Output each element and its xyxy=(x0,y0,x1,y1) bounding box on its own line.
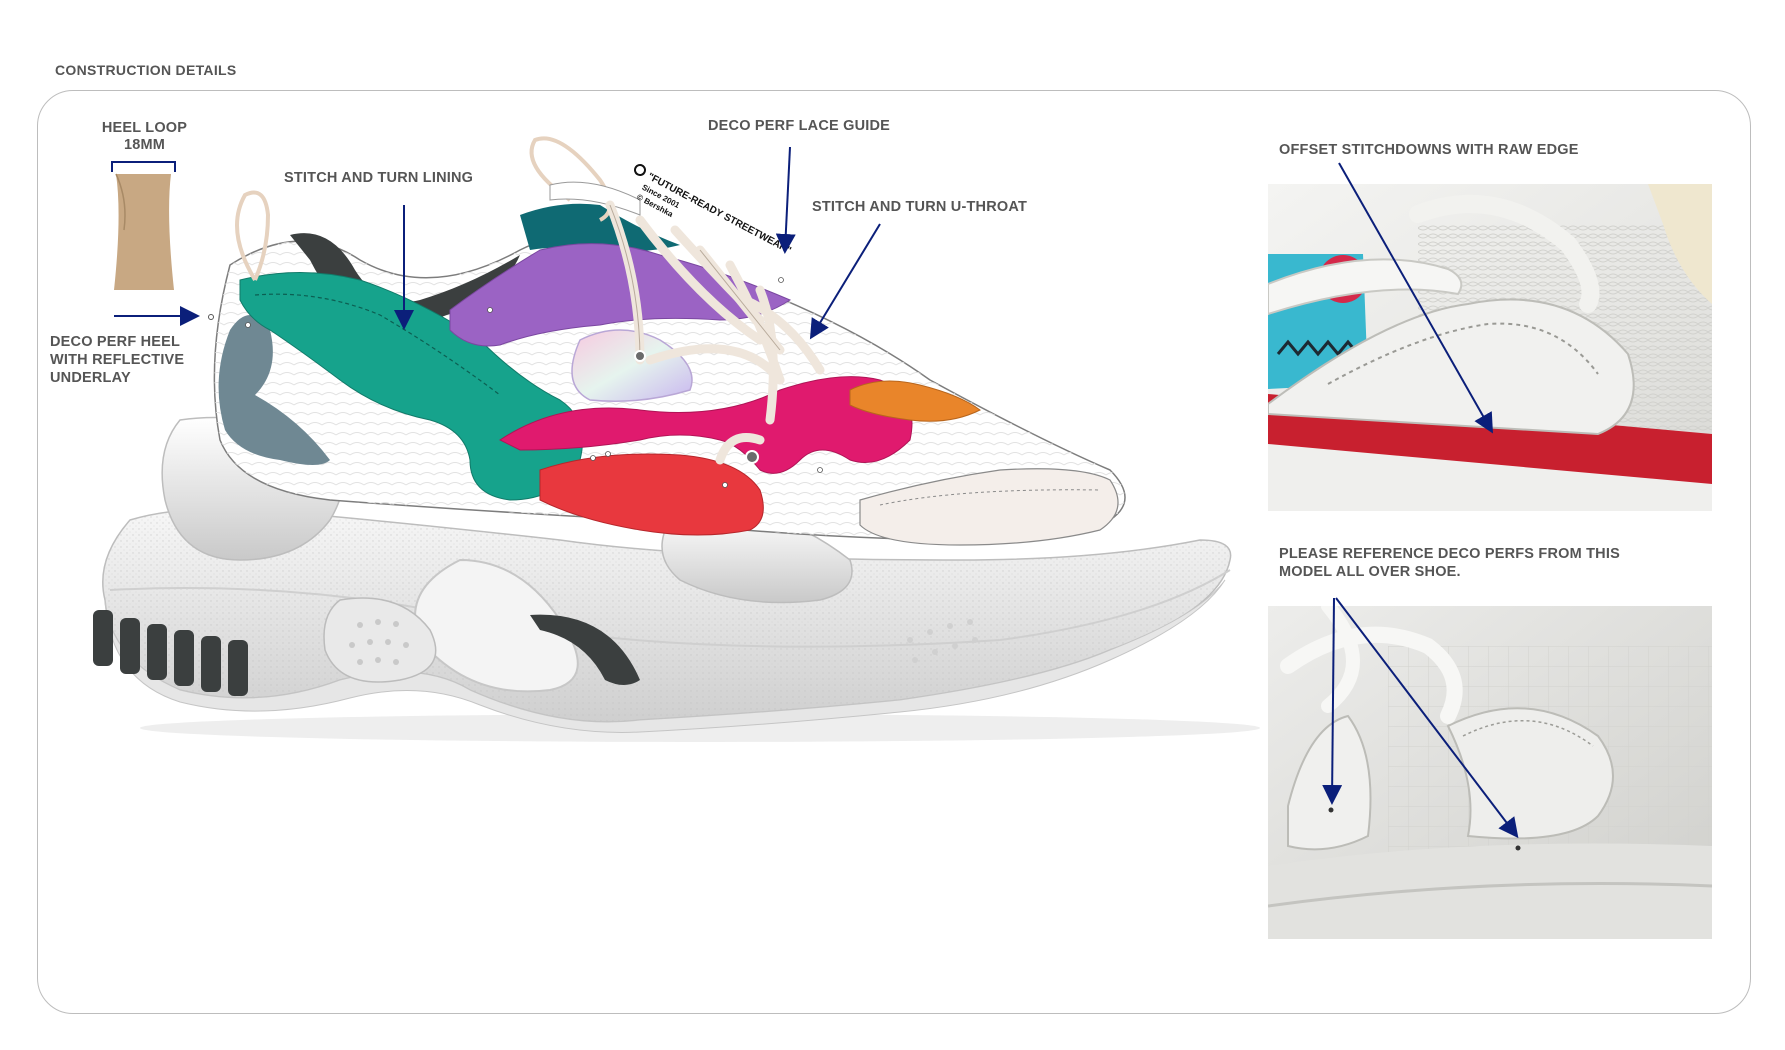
stitch-turn-lining-label: STITCH AND TURN LINING xyxy=(284,170,474,186)
heel-loop-size: 18MM xyxy=(123,137,166,153)
heel-loop-bracket xyxy=(111,161,176,172)
deco-perf-reference-photo xyxy=(1268,606,1712,939)
content-frame xyxy=(37,90,1751,1014)
page-title: CONSTRUCTION DETAILS xyxy=(55,62,237,78)
heel-pull-loop xyxy=(235,190,271,282)
heel-counter xyxy=(218,315,330,465)
deco-perf-heel-line-2: WITH REFLECTIVE xyxy=(50,352,185,368)
teal-overlay xyxy=(239,272,583,501)
heel-loop-title: HEEL LOOP xyxy=(101,120,188,136)
heel-loop-tab xyxy=(114,174,174,290)
arrow-stitch-turn-u-throat xyxy=(809,223,881,340)
deco-perf-heel-marker xyxy=(208,314,214,320)
heel-lugs xyxy=(93,610,248,696)
petrol-eyestay xyxy=(520,203,680,252)
callout-arrows xyxy=(114,146,1519,839)
deco-perf-lace-guide-label: DECO PERF LACE GUIDE xyxy=(708,118,891,134)
deco-perf-heel-label: DECO PERF HEEL WITH REFLECTIVE UNDERLAY xyxy=(50,333,184,387)
deco-perf-heel-line-1: DECO PERF HEEL xyxy=(50,334,181,350)
magenta-overlay xyxy=(499,376,913,474)
stitch-turn-u-throat-label: STITCH AND TURN U-THROAT xyxy=(812,199,1028,215)
midsole-dark-swoosh xyxy=(530,614,640,685)
reference-deco-perfs-line-2: MODEL ALL OVER SHOE. xyxy=(1279,564,1461,580)
toe-overlay xyxy=(859,468,1119,546)
deco-perf-heel-line-3: UNDERLAY xyxy=(50,370,131,386)
arrow-reference-perfs-1 xyxy=(1322,597,1343,805)
reference-deco-perfs-label: PLEASE REFERENCE DECO PERFS FROM THIS MO… xyxy=(1279,545,1620,581)
eyelet-main xyxy=(745,450,759,464)
reference-deco-perfs-line-1: PLEASE REFERENCE DECO PERFS FROM THIS xyxy=(1279,546,1620,562)
orange-toe-tab xyxy=(849,380,981,422)
stitchdown-detail-photo xyxy=(1268,184,1712,511)
midsole-window-pod xyxy=(323,597,437,683)
deco-perfs xyxy=(245,277,823,488)
red-vamp xyxy=(539,453,764,536)
arrow-deco-perf-lace-guide xyxy=(775,146,796,254)
arrow-reference-perfs-2 xyxy=(1335,597,1519,839)
offset-stitchdowns-label: OFFSET STITCHDOWNS WITH RAW EDGE xyxy=(1279,142,1579,158)
arrow-offset-stitchdowns xyxy=(1338,162,1493,434)
